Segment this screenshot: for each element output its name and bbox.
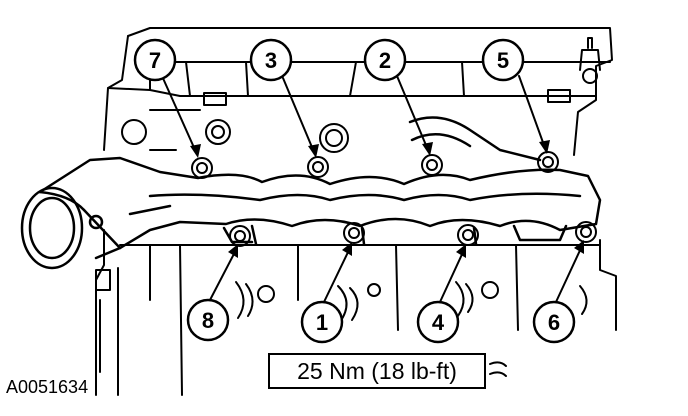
callout-top-1: 7 [149, 48, 161, 73]
callout-bottom-3: 4 [432, 310, 445, 335]
callout-bottom-1: 8 [202, 308, 214, 333]
bolt-1 [343, 222, 365, 244]
torque-spec-box: 25 Nm (18 lb-ft) [268, 353, 486, 389]
bolt-4 [457, 224, 479, 246]
bolt-2 [421, 154, 443, 176]
figure-id: A0051634 [6, 377, 89, 397]
callout-top-3: 2 [379, 48, 391, 73]
torque-spec-text: 25 Nm (18 lb-ft) [297, 357, 457, 384]
leader-arrowheads [190, 140, 584, 258]
callout-bottom-4: 6 [548, 310, 560, 335]
callout-circles [133, 38, 576, 344]
bolt-5 [537, 151, 559, 173]
leader-lines [99, 75, 583, 373]
callout-bottom-2: 1 [316, 310, 328, 335]
break-mark [489, 361, 507, 377]
bolt-7 [191, 157, 213, 179]
bolt-3 [307, 156, 329, 178]
manifold-bolts [191, 151, 597, 247]
callout-top-4: 5 [497, 48, 509, 73]
engine-block [95, 27, 617, 396]
callout-labels: 7 3 2 5 8 1 4 6 [149, 48, 560, 335]
callout-top-2: 3 [265, 48, 277, 73]
exhaust-manifold [20, 116, 602, 270]
bolt-8 [229, 225, 251, 247]
bolt-6 [575, 221, 597, 243]
